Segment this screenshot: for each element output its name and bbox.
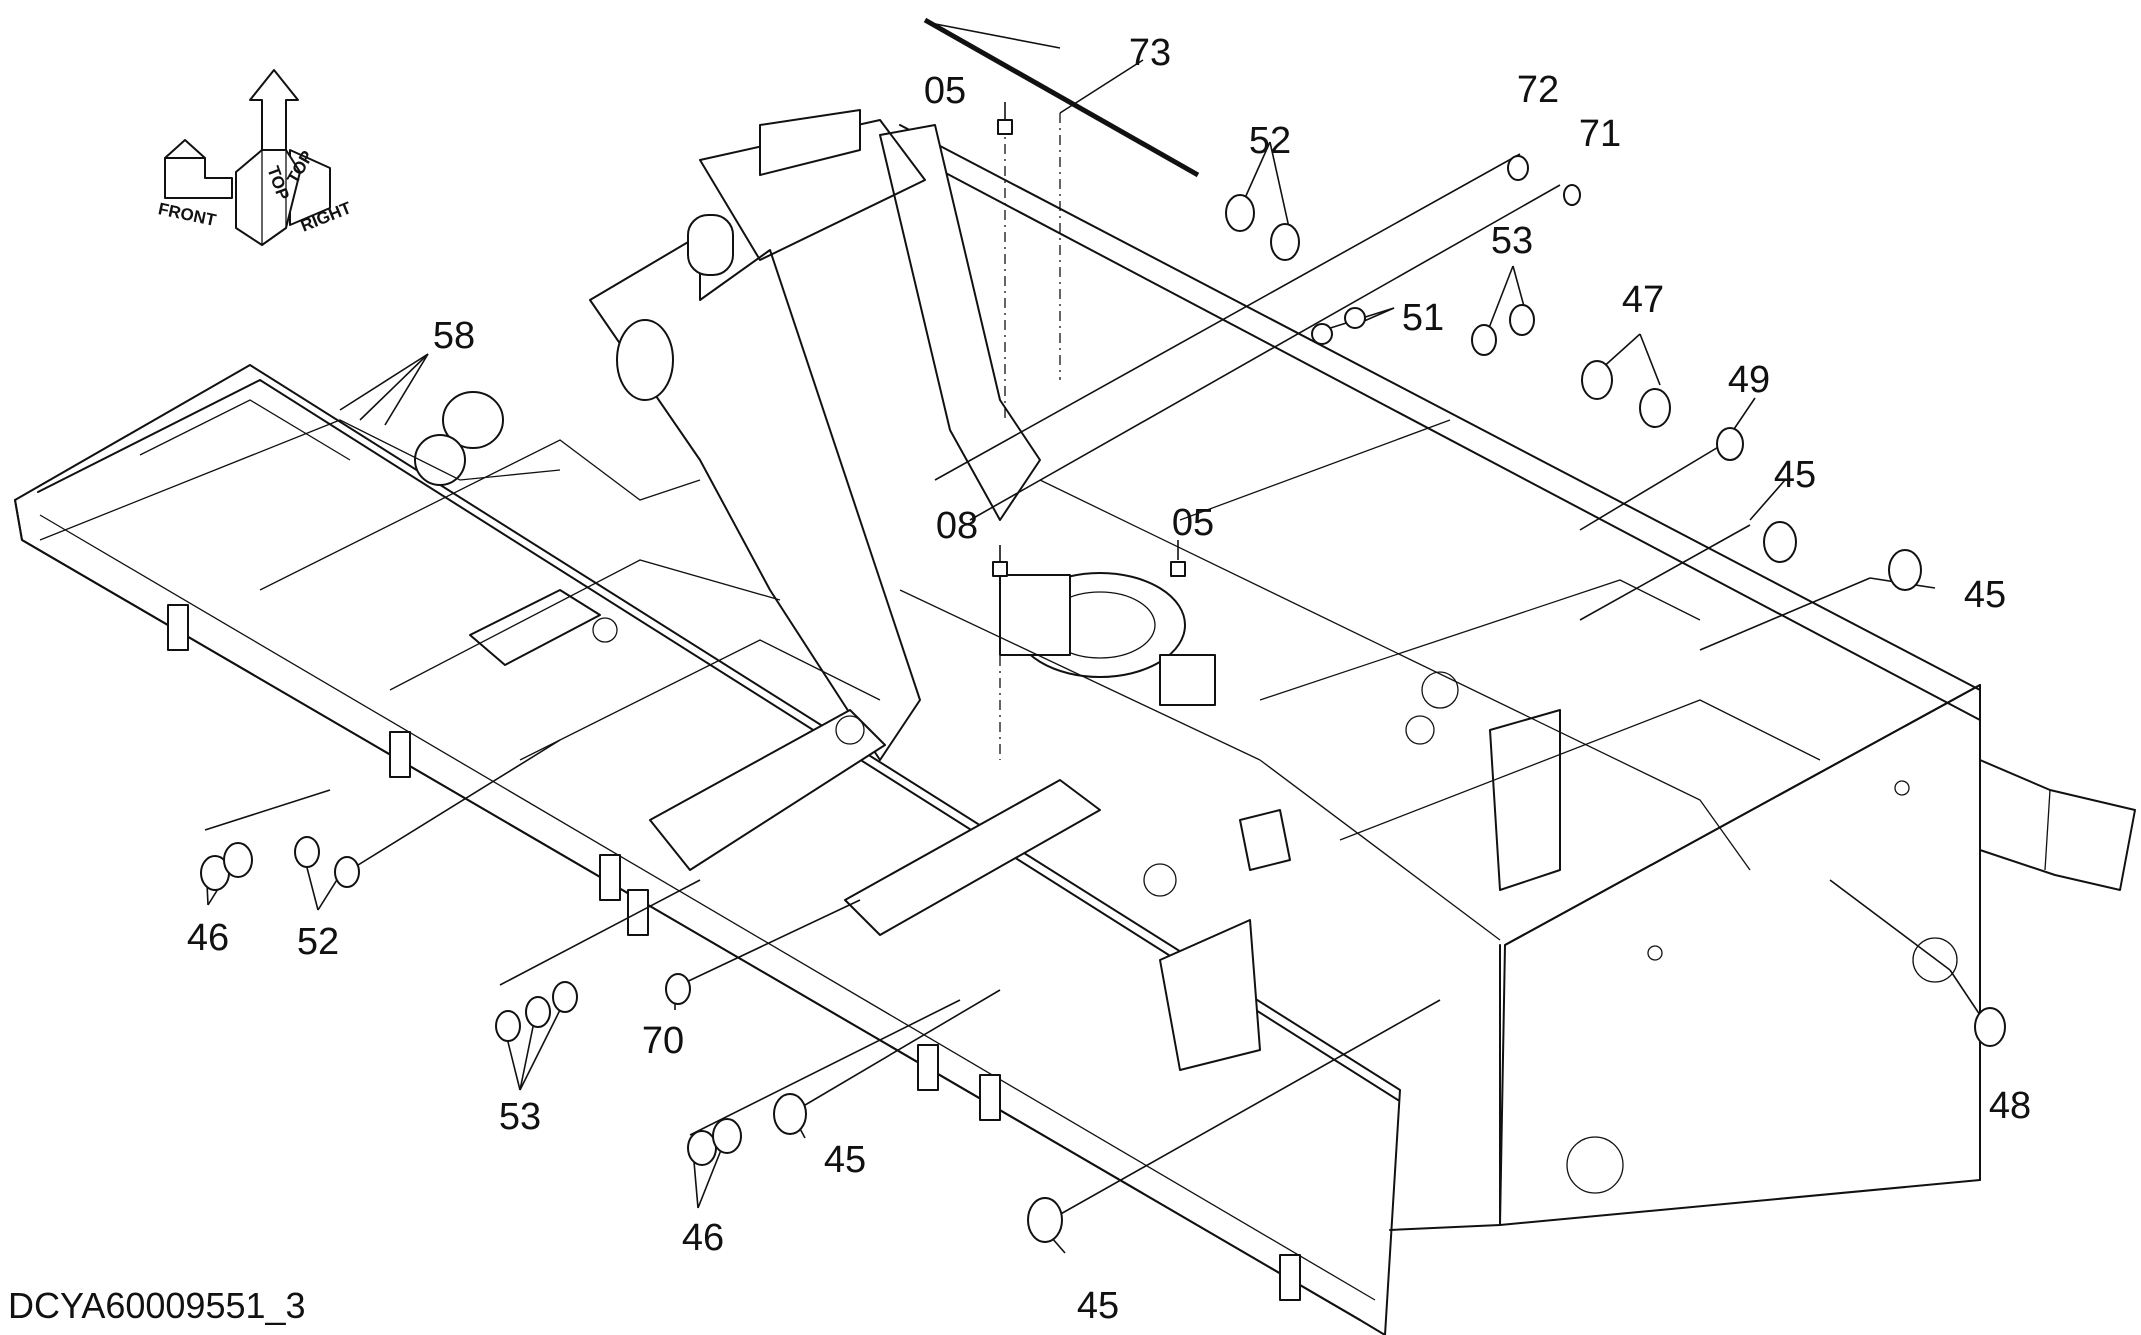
callout-53-top: 53 [1491,220,1533,262]
part-05-plug-top [997,119,1013,135]
part-53-ring-b [1509,304,1535,336]
part-53-ring-c [495,1010,521,1042]
callout-45-right: 45 [1964,574,2006,616]
part-53-ring-e [552,981,578,1013]
part-53-ring-a [1471,324,1497,356]
part-46-ring-b2 [712,1118,742,1154]
part-71-ring [1563,184,1581,206]
part-51-ring-a [1311,323,1333,345]
callout-08: 08 [936,505,978,547]
callout-46-left: 46 [187,917,229,959]
callout-49: 49 [1728,359,1770,401]
part-47-ring-b [1639,388,1671,428]
frame-structure [14,109,2136,1335]
part-08-plug [992,561,1008,577]
part-53-ring-d [525,996,551,1028]
callout-45-right-upper: 45 [1774,454,1816,496]
part-47-ring-a [1581,360,1613,400]
part-49-ring [1716,427,1744,461]
callout-48: 48 [1989,1085,2031,1127]
part-52-bushing-d [334,856,360,888]
callout-05-mid: 05 [1172,502,1214,544]
callout-45-lower-mid: 45 [824,1139,866,1181]
part-45-ring-a [1763,521,1797,563]
part-05-plug-mid [1170,561,1186,577]
callout-72: 72 [1517,69,1559,111]
callout-45-bottom: 45 [1077,1285,1119,1327]
callout-70: 70 [642,1020,684,1062]
callout-53-lower: 53 [499,1096,541,1138]
callout-52-lower: 52 [297,921,339,963]
part-51-ring-b [1344,307,1366,329]
part-45-ring-b [1888,549,1922,591]
part-70-ring [665,973,691,1005]
callout-05-top: 05 [924,70,966,112]
callout-58: 58 [433,315,475,357]
orientation-front-label: FRONT [157,199,219,230]
part-45-ring-c [773,1093,807,1135]
callout-47: 47 [1622,279,1664,321]
parts [200,17,2006,1243]
part-46-ring-a2 [223,842,253,878]
part-46-ring-b1 [687,1130,717,1166]
part-72-ring [1507,155,1529,181]
drawing-code: DCYA60009551_3 [8,1285,306,1326]
callout-71: 71 [1579,113,1621,155]
part-73-rod [923,17,1200,178]
callout-73: 73 [1129,32,1171,74]
callout-52-top: 52 [1249,120,1291,162]
callout-51: 51 [1402,297,1444,339]
part-52-bushing-b [1270,223,1300,261]
part-48-ring [1974,1007,2006,1047]
orientation-indicator: FRONT TOP TOP RIGHT [157,69,355,246]
part-52-bushing-a [1225,194,1255,232]
callouts: 73 05 52 72 71 53 51 47 58 49 45 45 08 0… [187,32,2031,1327]
part-52-bushing-c [294,836,320,868]
callout-46-lower: 46 [682,1217,724,1259]
part-45-ring-d [1027,1197,1063,1243]
